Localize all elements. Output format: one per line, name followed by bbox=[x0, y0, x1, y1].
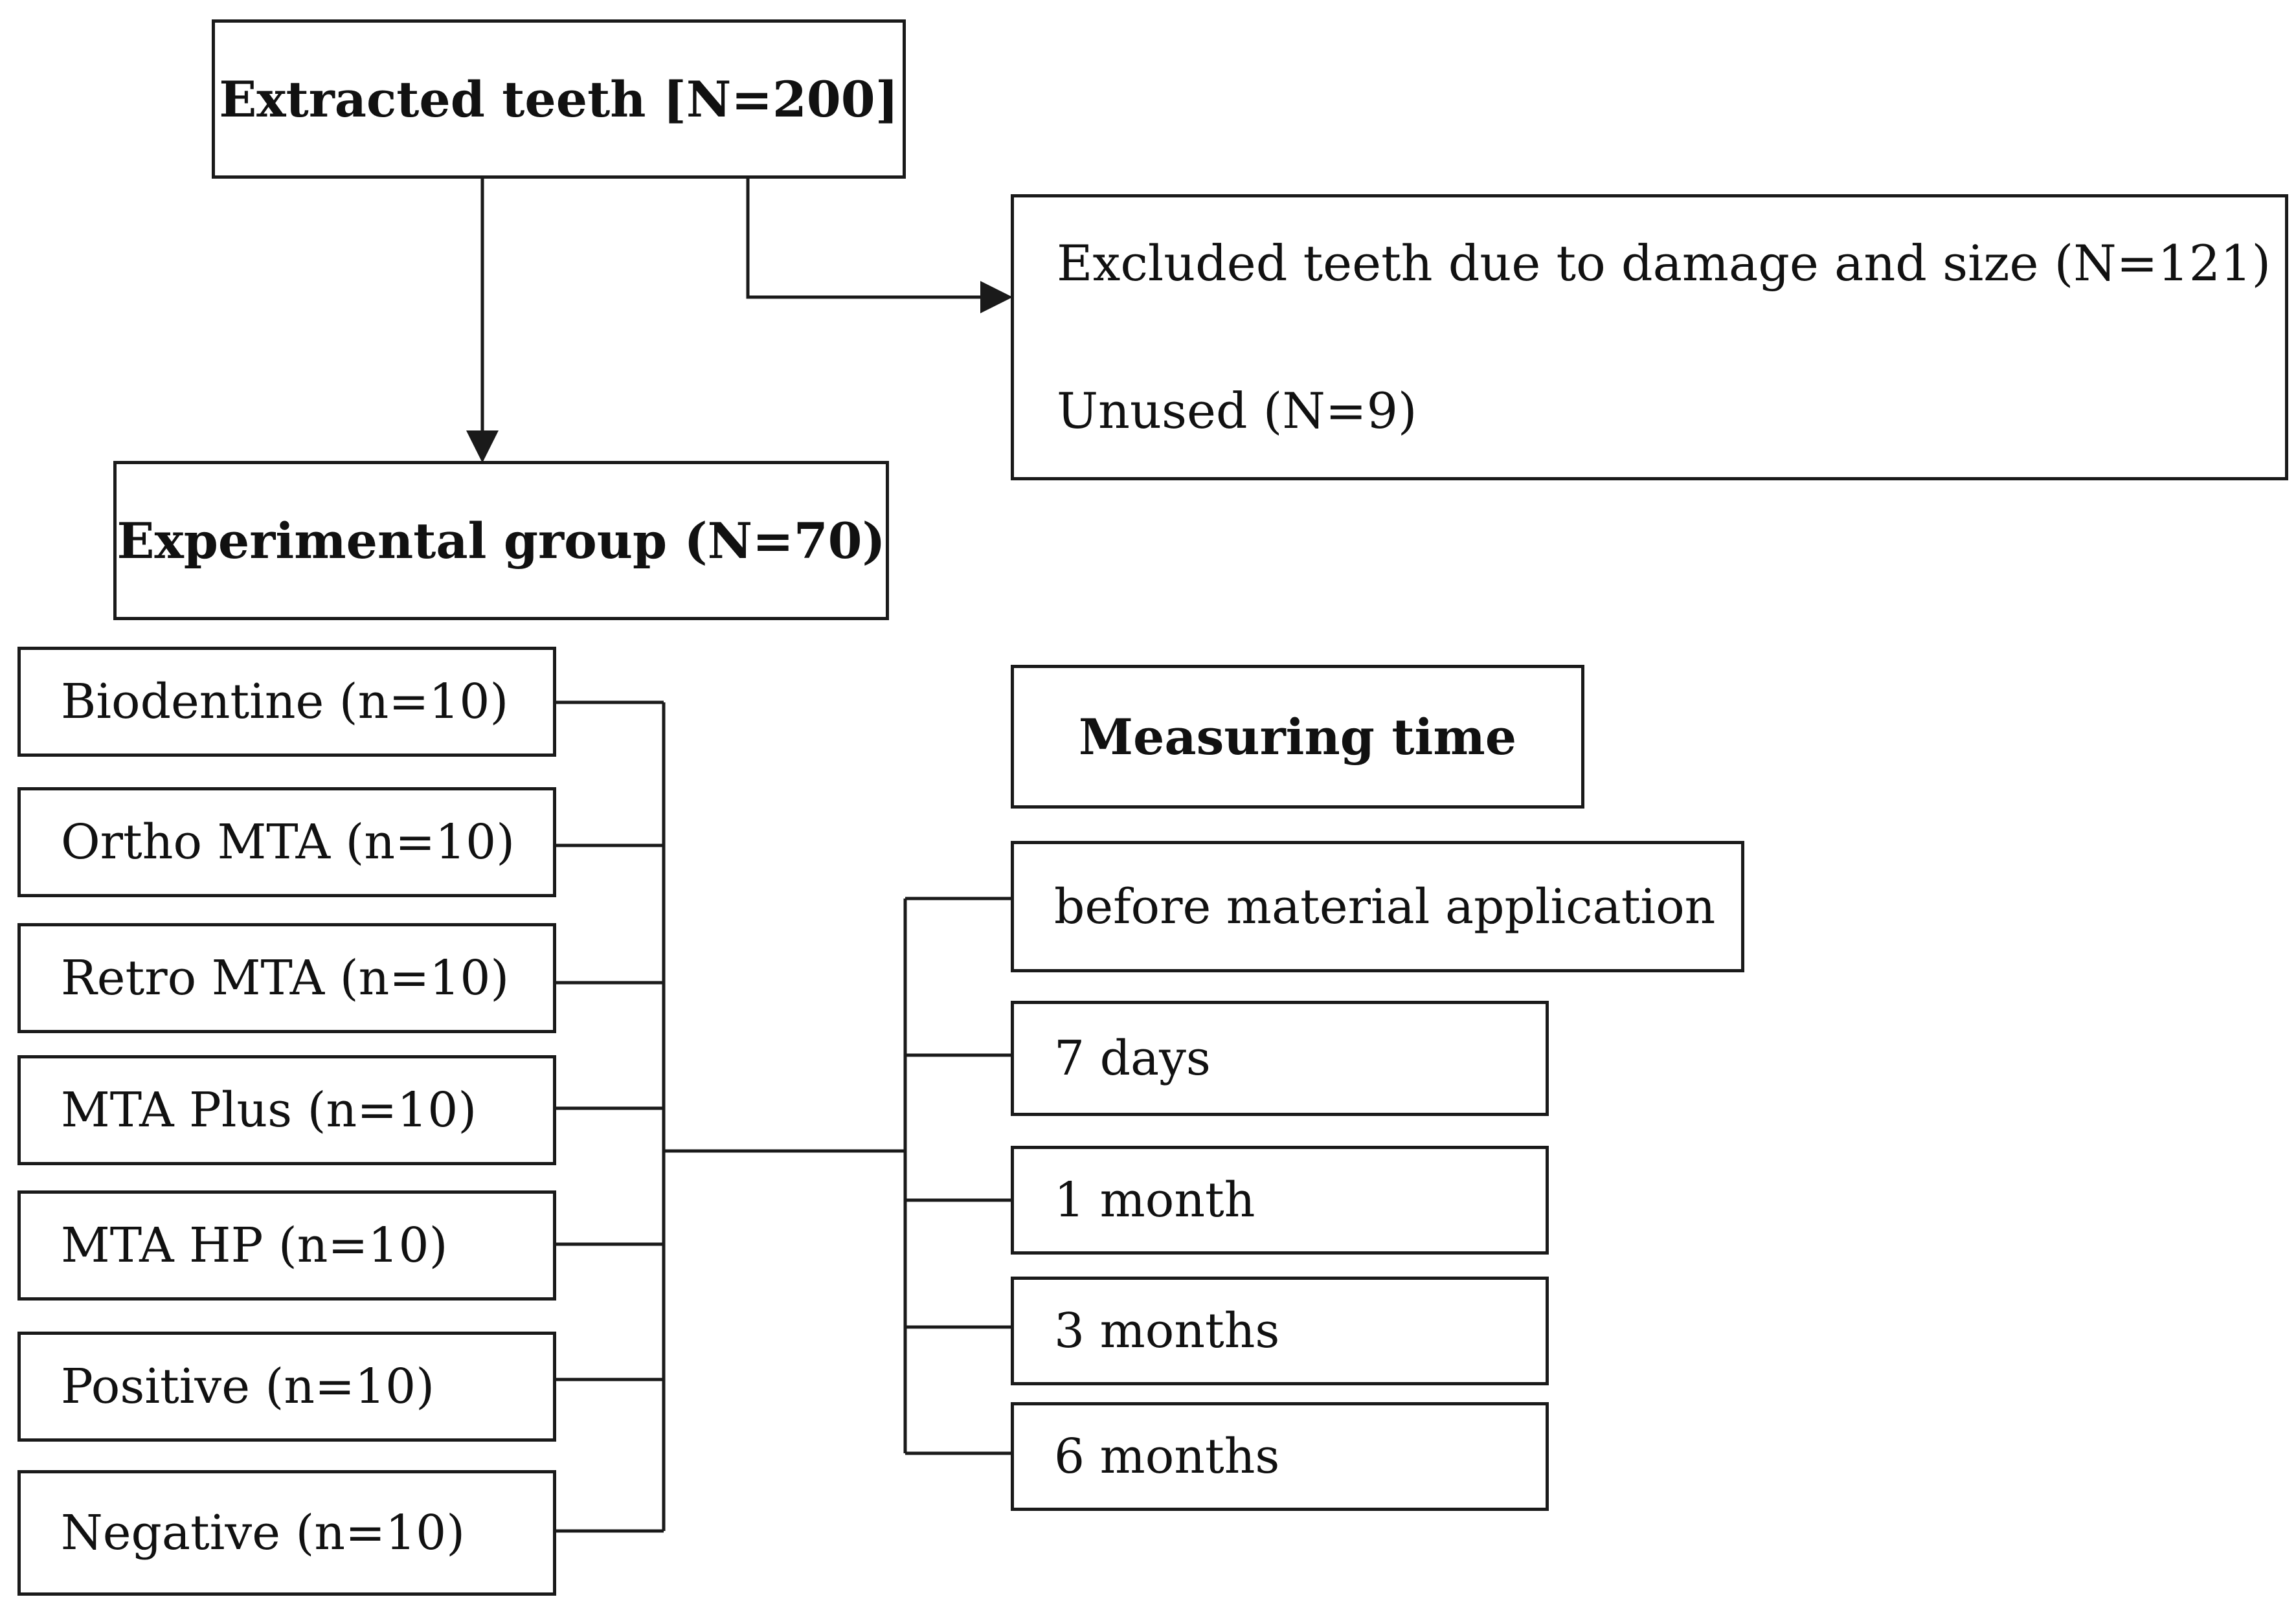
group-label: MTA HP (n=10) bbox=[61, 1218, 448, 1273]
group-box-mta-plus: MTA Plus (n=10) bbox=[17, 1055, 556, 1165]
extracted-teeth-box: Extracted teeth [N=200] bbox=[212, 19, 906, 179]
time-box-6-months: 6 months bbox=[1011, 1402, 1549, 1511]
group-label: Negative (n=10) bbox=[61, 1505, 466, 1561]
group-label: Retro MTA (n=10) bbox=[61, 950, 510, 1006]
unused-label: Unused (N=9) bbox=[1057, 382, 1417, 440]
time-box-before-application: before material application bbox=[1011, 841, 1744, 972]
excluded-damage-label: Excluded teeth due to damage and size (N… bbox=[1057, 234, 2271, 292]
arrow-to-excluded bbox=[746, 179, 1013, 313]
time-label: 1 month bbox=[1054, 1172, 1255, 1228]
group-box-biodentine: Biodentine (n=10) bbox=[17, 647, 556, 757]
time-label: before material application bbox=[1054, 878, 1716, 935]
time-label: 3 months bbox=[1054, 1303, 1280, 1359]
group-label: Positive (n=10) bbox=[61, 1359, 435, 1414]
group-label: Ortho MTA (n=10) bbox=[61, 814, 515, 870]
time-box-1-month: 1 month bbox=[1011, 1146, 1549, 1255]
excluded-teeth-box: Excluded teeth due to damage and size (N… bbox=[1011, 194, 2288, 480]
group-box-mta-hp: MTA HP (n=10) bbox=[17, 1190, 556, 1301]
time-label: 7 days bbox=[1054, 1031, 1211, 1086]
group-label: Biodentine (n=10) bbox=[61, 674, 509, 730]
experimental-group-box: Experimental group (N=70) bbox=[113, 461, 889, 620]
group-box-ortho-mta: Ortho MTA (n=10) bbox=[17, 787, 556, 897]
time-label: 6 months bbox=[1054, 1429, 1280, 1484]
group-box-retro-mta: Retro MTA (n=10) bbox=[17, 923, 556, 1033]
group-box-positive: Positive (n=10) bbox=[17, 1332, 556, 1442]
measuring-time-label: Measuring time bbox=[1078, 708, 1517, 766]
time-box-3-months: 3 months bbox=[1011, 1277, 1549, 1385]
extracted-teeth-label: Extracted teeth [N=200] bbox=[219, 70, 899, 128]
time-box-7-days: 7 days bbox=[1011, 1001, 1549, 1116]
measuring-time-box: Measuring time bbox=[1011, 665, 1584, 809]
experimental-group-label: Experimental group (N=70) bbox=[117, 511, 886, 570]
group-label: MTA Plus (n=10) bbox=[61, 1082, 477, 1138]
group-box-negative: Negative (n=10) bbox=[17, 1470, 556, 1596]
